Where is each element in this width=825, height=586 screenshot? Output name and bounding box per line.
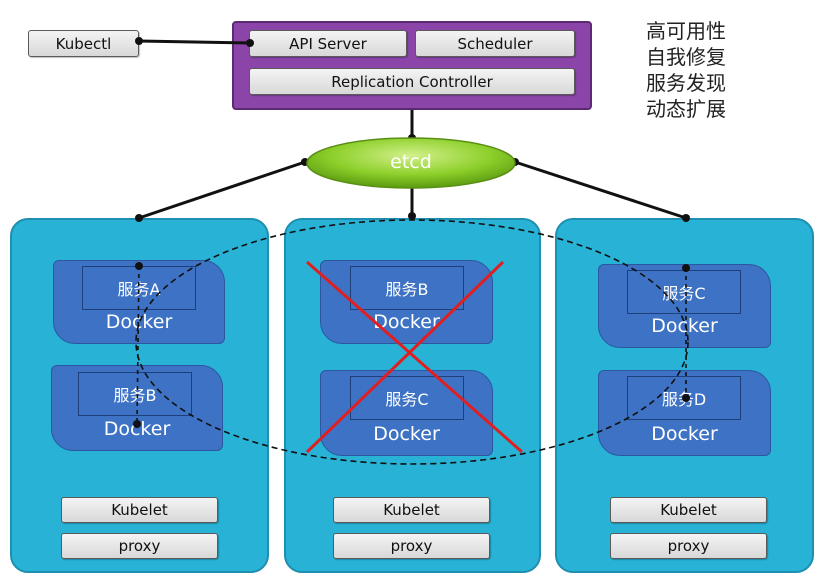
failure-cross-line-2 [305,260,505,454]
docker-label: Docker [105,311,173,333]
docker-label: Docker [651,315,718,337]
link-dot [682,214,690,222]
docker-label: Docker [103,418,171,440]
etcd-node1-link [138,160,306,220]
feature-item: 自我修复 [646,45,726,69]
docker-label: Docker [373,423,440,445]
ring-dot [682,394,690,402]
service-box: 服务B [350,266,464,310]
node1-service-link [136,265,140,425]
ring-dot [682,264,690,272]
failure-cross-line-1 [306,260,523,454]
scheduler-box: Scheduler [415,30,575,57]
link-dot [408,212,416,220]
etcd-node3-link [514,160,687,220]
kubelet-node-2: Kubelet [333,497,490,523]
docker-label: Docker [373,311,440,333]
api-server-box: API Server [249,30,407,57]
kubelet-node-3: Kubelet [610,497,767,523]
feature-item: 动态扩展 [646,97,726,121]
etcd-node [306,137,516,189]
kubelet-node-1: Kubelet [61,497,218,523]
feature-item: 高可用性 [646,19,726,43]
proxy-node-1: proxy [61,533,218,559]
proxy-node-2: proxy [333,533,490,559]
link-dot [246,39,254,47]
service-discovery-ring [135,219,689,465]
replication-controller-box: Replication Controller [249,68,575,95]
kubectl-box: Kubectl [28,30,139,57]
service-box: 服务B [78,372,192,416]
proxy-node-3: proxy [610,533,767,559]
link-dot [135,37,143,45]
docker-label: Docker [651,423,718,445]
feature-list: 高可用性 自我修复 服务发现 动态扩展 [646,18,726,122]
ring-dot [133,420,141,428]
feature-item: 服务发现 [646,71,726,95]
kubectl-api-link [138,39,251,45]
link-dot [135,214,143,222]
etcd-label: etcd [390,151,432,173]
ring-dot [135,262,143,270]
